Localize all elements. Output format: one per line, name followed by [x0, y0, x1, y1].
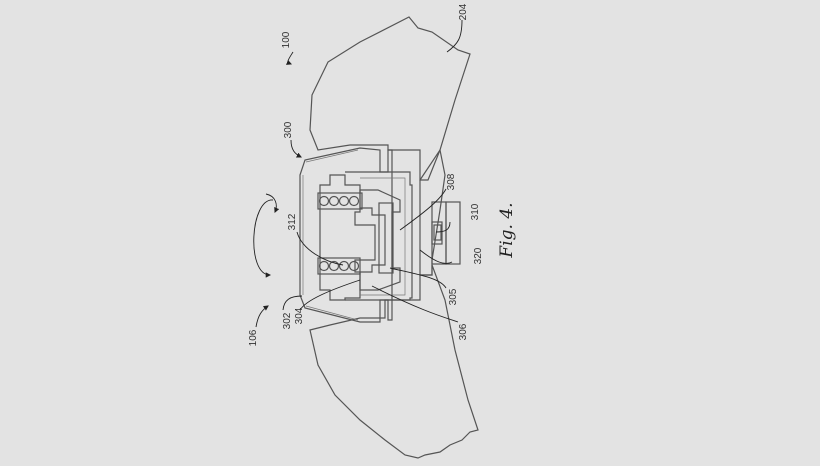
label-310: 310 [470, 203, 481, 220]
label-312: 312 [287, 213, 298, 230]
rotor-306 [319, 174, 376, 301]
magnet-308 [378, 202, 394, 274]
housing-frame [345, 171, 413, 301]
wall-body-lower [309, 264, 479, 459]
wall-body-upper [309, 16, 471, 181]
label-106: 106 [248, 329, 259, 346]
label-302: 302 [282, 312, 293, 329]
sensor-module-320 [431, 201, 461, 265]
seal-304 [359, 189, 401, 291]
label-304: 304 [294, 307, 305, 324]
spring-upper [317, 192, 363, 210]
rotation-arrow-icon [253, 193, 280, 278]
label-308: 308 [446, 173, 457, 190]
label-204: 204 [458, 3, 469, 20]
bezel-302 [299, 147, 393, 323]
label-100: 100 [281, 31, 292, 48]
label-306: 306 [458, 323, 469, 340]
leader-lines [255, 19, 463, 328]
label-320: 320 [473, 247, 484, 264]
housing-body [419, 148, 446, 276]
figure-title: Fig. 4. [497, 202, 517, 258]
reference-numerals: 100 204 300 312 302 304 106 308 310 320 … [248, 3, 484, 346]
spring-lower [317, 257, 361, 275]
label-300: 300 [283, 121, 294, 138]
label-305: 305 [448, 288, 459, 305]
